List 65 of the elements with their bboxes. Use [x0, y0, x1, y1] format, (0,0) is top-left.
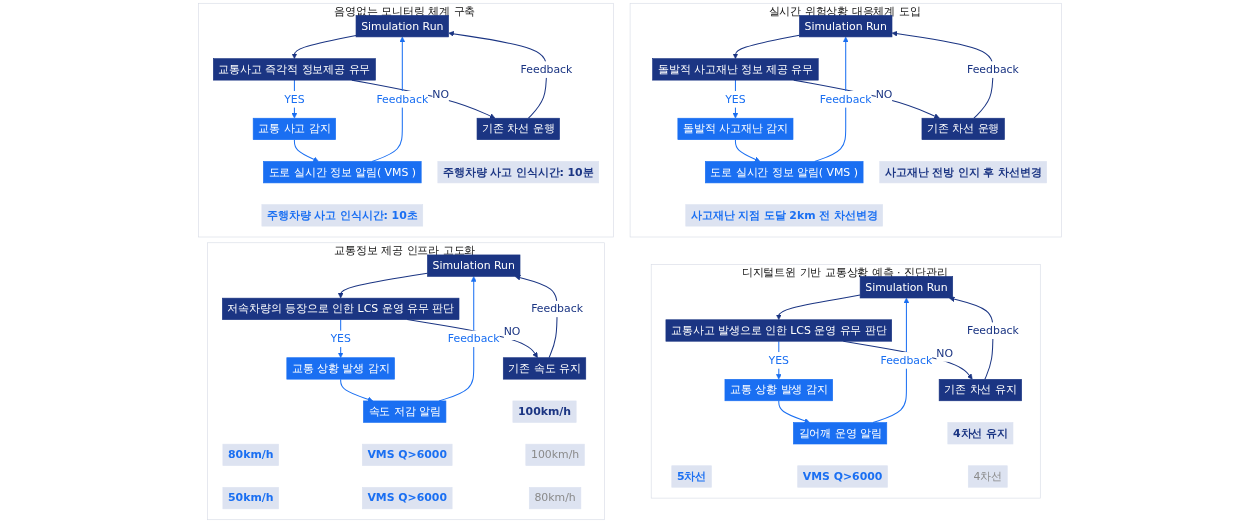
edge-label: Feedback [880, 353, 933, 367]
arrow [732, 34, 800, 59]
node-box: 사고재난 지점 도달 2km 전 차선변경 [685, 204, 883, 227]
edge-label: YES [284, 92, 305, 106]
edge-label: NO [432, 87, 449, 101]
edge-label: Feedback [447, 331, 500, 345]
arrow [776, 294, 861, 321]
node-box: 기존 차선 유지 [938, 379, 1022, 402]
edge-label: YES [725, 92, 746, 106]
node-box: 도로 실시간 정보 알림( VMS ) [263, 161, 422, 184]
node-box: 4차선 [967, 465, 1008, 488]
arrow [734, 139, 761, 162]
node-box: 교통사고 즉각적 정보제공 유무 [213, 58, 376, 81]
node-box: Simulation Run [799, 15, 893, 38]
arrow [778, 400, 810, 424]
edge-label: Feedback [967, 323, 1019, 337]
node-box: 도로 실시간 정보 알림( VMS ) [705, 161, 864, 184]
node-box: 주행차량 사고 인식시간: 10분 [437, 161, 600, 184]
node-box: 100km/h [525, 443, 585, 466]
node-box: 교통 사고 감지 [252, 117, 336, 140]
node-box: 기존 차선 운행 [476, 117, 560, 140]
edge-label: Feedback [819, 92, 872, 106]
node-box: VMS Q>6000 [362, 487, 453, 510]
node-box: 80km/h [222, 443, 279, 466]
node-box: 교통 상황 발생 감지 [286, 357, 395, 380]
node-box: 속도 저감 알림 [363, 400, 447, 423]
node-box: 길어깨 운영 알림 [793, 422, 888, 445]
node-box: 사고재난 전방 인지 후 차선변경 [879, 161, 1047, 184]
node-box: VMS Q>6000 [362, 443, 453, 466]
node-box: 돌발적 사고재난 감지 [677, 117, 794, 140]
node-box: 주행차량 사고 인식시간: 10초 [261, 204, 424, 227]
node-box: 100km/h [512, 400, 577, 423]
arrow [732, 79, 739, 119]
edge-label: Feedback [967, 62, 1019, 76]
edge-label: YES [330, 331, 351, 345]
node-box: 4차선 유지 [947, 422, 1014, 445]
edge-label: NO [503, 324, 521, 338]
node-box: 기존 속도 유지 [502, 357, 587, 380]
edge-label: YES [768, 353, 790, 367]
node-box: 50km/h [222, 487, 279, 510]
node-box: 5차선 [671, 465, 712, 488]
arrow [337, 272, 428, 299]
edge-label: Feedback [531, 302, 583, 315]
node-box: 80km/h [528, 487, 582, 510]
node-box: Simulation Run [355, 15, 449, 38]
node-box: 저속차량의 등장으로 인한 LCS 운영 유무 판단 [222, 297, 460, 320]
edge-label: NO [936, 346, 954, 360]
node-box: 기존 차선 운행 [921, 117, 1005, 140]
arrow [776, 340, 782, 380]
arrow [448, 31, 547, 119]
arrow [814, 36, 849, 162]
arrow [891, 30, 994, 119]
node-box: Simulation Run [427, 254, 521, 277]
arrow [293, 139, 319, 162]
edge-label: NO [875, 87, 893, 101]
node-box: VMS Q>6000 [797, 465, 888, 488]
node-box: 돌발적 사고재난 정보 제공 유무 [652, 58, 819, 81]
arrow [340, 378, 374, 402]
arrow [291, 34, 357, 59]
node-box: Simulation Run [859, 276, 954, 299]
arrow [291, 79, 298, 119]
node-box: 교통 상황 발생 감지 [724, 379, 833, 402]
edge-label: Feedback [376, 92, 429, 106]
node-box: 교통사고 발생으로 인한 LCS 운영 유무 판단 [665, 319, 892, 342]
edge-label: Feedback [520, 62, 573, 76]
